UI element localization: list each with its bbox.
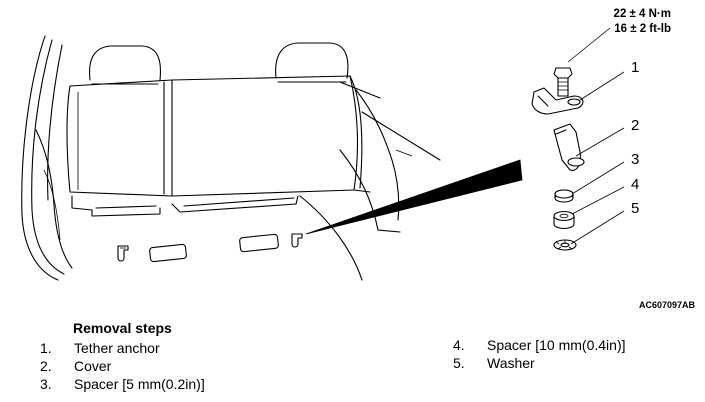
step-number: 2.	[40, 358, 52, 374]
floor-hook-right	[291, 233, 303, 248]
spacer-10mm-part	[553, 210, 575, 230]
step-text: Spacer [10 mm(0.4in)]	[487, 337, 626, 353]
torque-imperial: 16 ± 2 ft-lb	[614, 23, 671, 35]
torque-metric: 22 ± 4 N·m	[614, 8, 671, 20]
cover-part	[553, 123, 585, 171]
step-number: 1.	[40, 340, 52, 356]
anchor-bolt	[553, 67, 573, 97]
rear-seat-back	[66, 75, 381, 197]
step-number: 3.	[40, 376, 52, 392]
callout-leaders	[567, 27, 625, 243]
step-text: Washer	[487, 355, 535, 371]
washer-part	[553, 239, 577, 251]
figure-code: AC607097AB	[639, 300, 696, 310]
seat-cushion	[71, 189, 371, 217]
cargo-area	[299, 89, 441, 281]
step-number: 4.	[453, 337, 465, 353]
removal-steps-title: Removal steps	[73, 320, 172, 336]
callout-1: 1	[631, 59, 639, 76]
callout-3: 3	[631, 151, 639, 168]
right-headrest	[275, 42, 349, 83]
step-text: Cover	[74, 358, 112, 374]
floor-cover-right	[239, 233, 279, 253]
rear-seat-tether-anchor-diagram: 22 ± 4 N·m 16 ± 2 ft-lb	[21, 8, 696, 310]
callout-5: 5	[631, 200, 639, 217]
step-text: Spacer [5 mm(0.2in)]	[74, 376, 205, 392]
callout-2: 2	[631, 117, 639, 134]
step-text: Tether anchor	[74, 340, 160, 356]
tether-anchor-part	[531, 87, 584, 115]
floor-cover-left	[149, 243, 187, 263]
spacer-5mm-part	[554, 189, 574, 203]
floor-hook-left	[117, 245, 129, 262]
body-side-panel	[21, 35, 73, 281]
callout-4: 4	[631, 176, 639, 193]
step-number: 5.	[453, 355, 465, 371]
detail-leader-wedge	[305, 159, 523, 235]
left-headrest	[88, 45, 162, 85]
